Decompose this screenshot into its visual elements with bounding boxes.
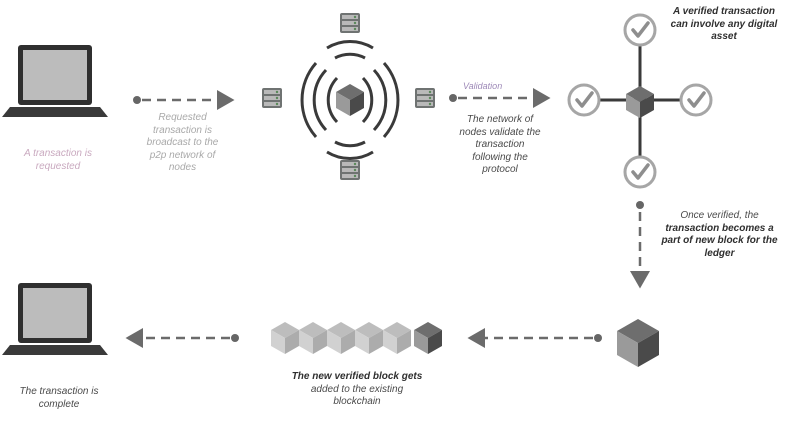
cube-icon [617,319,659,367]
arrow-icon [125,328,239,348]
check-circle-icon [679,83,713,117]
cube-icon [336,84,364,116]
server-icon [340,13,360,33]
server-icon [415,88,435,108]
validation-label: Validation [463,81,503,91]
arrow-icon [467,328,602,348]
laptop-icon [2,283,108,355]
complete-caption: The transaction is complete [19,386,99,410]
arrow-icon [133,90,235,110]
verified-asset-caption: A verified transaction can involve any d… [670,6,778,42]
network-validate-caption: The network of nodes validate the transa… [459,114,541,175]
arrow-icon [449,88,551,108]
check-circle-icon [623,13,657,47]
check-circle-icon [567,83,601,117]
arrow-icon [630,201,650,289]
server-icon [340,160,360,180]
laptop-icon [2,45,108,117]
requested-caption: A transaction is requested [24,148,92,172]
check-circle-icon [623,155,657,189]
server-icon [262,88,282,108]
added-caption: The new verified block gets added to the… [291,371,423,407]
signal-wave-icon [300,40,400,160]
once-verified-caption: Once verified, the transaction becomes a… [661,210,778,259]
blockchain-icon [271,322,442,354]
cube-icon [626,86,654,118]
broadcast-caption: Requested transaction is broadcast to th… [146,112,219,173]
